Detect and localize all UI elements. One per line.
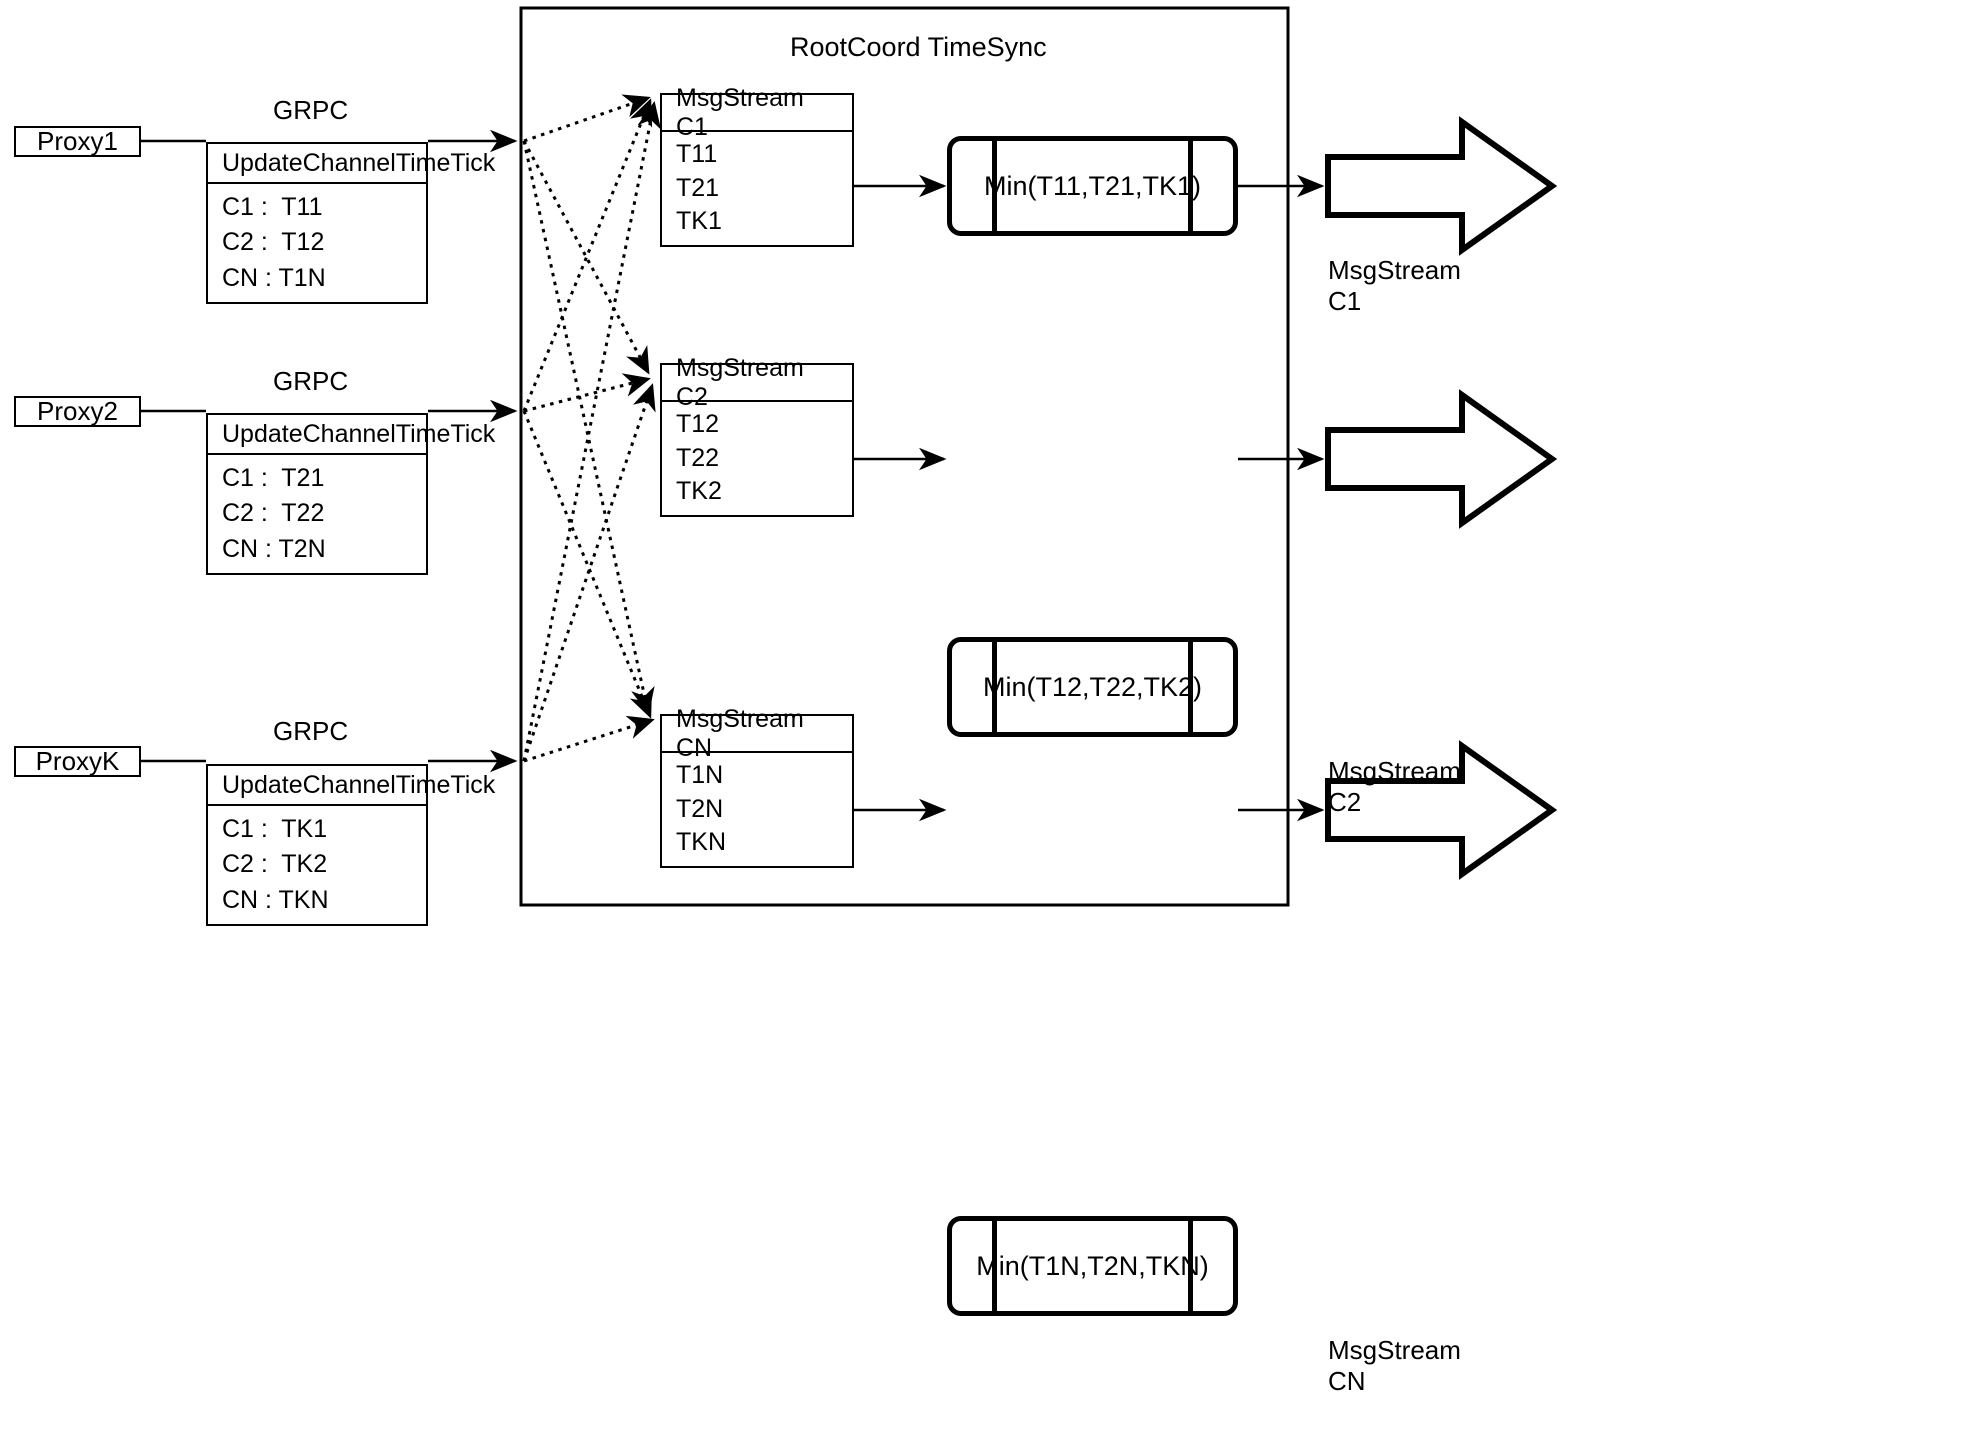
msgstream-row: T21 bbox=[676, 173, 720, 202]
msgstream-row: T2N bbox=[676, 794, 724, 823]
diagram-canvas: RootCoord TimeSync Proxy1 GRPC UpdateCha… bbox=[14, 6, 1558, 1396]
rpc-row: C1 : T11 bbox=[222, 192, 323, 221]
proc-bar-left bbox=[992, 141, 997, 231]
rpc-rows-3: C1 : TK1 C2 : TK2 CN : TKN bbox=[208, 806, 426, 924]
rpc-box-3[interactable]: UpdateChannelTimeTick C1 : TK1 C2 : TK2 … bbox=[206, 764, 495, 926]
rpc-row: C2 : TK2 bbox=[222, 850, 328, 879]
proc-bar-right bbox=[1188, 1221, 1193, 1311]
output-block-arrow-cn[interactable]: MsgStream CN bbox=[1328, 1302, 1552, 1430]
rpc-row: CN : T1N bbox=[222, 263, 326, 292]
rpc-rows-2: C1 : T21 C2 : T22 CN : T2N bbox=[208, 455, 426, 573]
proxy-box-2[interactable]: Proxy2 bbox=[14, 396, 141, 427]
output-block-arrow-c2[interactable]: MsgStream C2 bbox=[1328, 723, 1552, 851]
rpc-title-2: UpdateChannelTimeTick bbox=[208, 415, 495, 455]
msgstream-row: T1N bbox=[676, 761, 724, 790]
proxy-box-3[interactable]: ProxyK bbox=[14, 746, 141, 777]
msgstream-row: T11 bbox=[676, 140, 718, 169]
output-arrow-cn bbox=[1325, 740, 1558, 880]
rpc-row: C1 : T21 bbox=[222, 463, 325, 492]
rpc-title-1: UpdateChannelTimeTick bbox=[208, 144, 495, 184]
dotted-p1-c2 bbox=[522, 140, 650, 375]
proc-bar-left bbox=[992, 642, 997, 732]
proxy-label-1: Proxy1 bbox=[37, 126, 118, 156]
proc-bar-right bbox=[1188, 642, 1193, 732]
dotted-pk-c1 bbox=[522, 101, 662, 762]
dotted-p1-cn bbox=[522, 140, 655, 715]
connector-layer bbox=[141, 6, 1558, 907]
grpc-label-1: GRPC bbox=[273, 95, 349, 125]
grpc-label-2: GRPC bbox=[273, 366, 349, 396]
output-block-arrow-c1[interactable]: MsgStream C1 bbox=[1328, 222, 1552, 350]
output-label-c1: MsgStream C1 bbox=[1328, 255, 1461, 316]
min-label-cn: Min(T1N,T2N,TKN) bbox=[976, 1250, 1209, 1281]
min-label-c1: Min(T11,T21,TK1) bbox=[983, 170, 1202, 201]
rpc-row: CN : T2N bbox=[222, 534, 326, 563]
grpc-label-3: GRPC bbox=[273, 716, 349, 746]
proxy-label-3: ProxyK bbox=[35, 746, 120, 776]
rpc-row: C1 : TK1 bbox=[222, 814, 328, 843]
msgstream-box-c2[interactable]: MsgStream C2 T12 T22 TK2 bbox=[660, 354, 854, 517]
proc-bar-right bbox=[1188, 141, 1193, 231]
output-arrow-c2 bbox=[1325, 389, 1558, 529]
min-box-c2[interactable]: Min(T12,T22,TK2) bbox=[947, 637, 1238, 737]
msgstream-rows-cn: T1N T2N TKN bbox=[662, 753, 852, 866]
msgstream-title-cn: MsgStream CN bbox=[662, 705, 852, 762]
dotted-pk-cn bbox=[523, 715, 655, 763]
proxy-box-1[interactable]: Proxy1 bbox=[14, 126, 141, 157]
min-label-c2: Min(T12,T22,TK2) bbox=[982, 671, 1203, 702]
rpc-box-1[interactable]: UpdateChannelTimeTick C1 : T11 C2 : T12 … bbox=[206, 142, 495, 304]
dotted-pk-c2 bbox=[522, 383, 656, 762]
proxy-label-2: Proxy2 bbox=[37, 396, 118, 426]
rootcoord-container bbox=[519, 6, 1290, 907]
dotted-p1-c1 bbox=[523, 94, 651, 143]
msgstream-row: TKN bbox=[676, 828, 726, 857]
msgstream-row: T12 bbox=[676, 410, 720, 439]
rpc-row: CN : TKN bbox=[222, 885, 329, 914]
rpc-rows-1: C1 : T11 C2 : T12 CN : T1N bbox=[208, 184, 426, 302]
output-arrow-c1 bbox=[1325, 116, 1558, 256]
dotted-p2-c2 bbox=[523, 373, 651, 413]
rpc-title-3: UpdateChannelTimeTick bbox=[208, 766, 495, 806]
rpc-row: C2 : T12 bbox=[222, 228, 325, 257]
container-title: RootCoord TimeSync bbox=[790, 32, 1047, 62]
rpc-box-2[interactable]: UpdateChannelTimeTick C1 : T21 C2 : T22 … bbox=[206, 413, 495, 575]
msgstream-rows-c2: T12 T22 TK2 bbox=[662, 402, 852, 515]
msgstream-row: TK1 bbox=[676, 207, 722, 236]
msgstream-box-c1[interactable]: MsgStream C1 T11 T21 TK1 bbox=[660, 84, 854, 247]
msgstream-rows-c1: T11 T21 TK1 bbox=[662, 132, 852, 245]
msgstream-row: T22 bbox=[676, 443, 720, 472]
msgstream-title-c2: MsgStream C2 bbox=[662, 354, 852, 411]
proc-bar-left bbox=[992, 1221, 997, 1311]
dotted-p2-c1 bbox=[522, 98, 653, 412]
msgstream-box-cn[interactable]: MsgStream CN T1N T2N TKN bbox=[660, 705, 854, 868]
output-label-cn: MsgStream CN bbox=[1328, 1335, 1461, 1396]
output-label-c2: MsgStream C2 bbox=[1328, 756, 1461, 817]
msgstream-title-c1: MsgStream C1 bbox=[662, 84, 852, 141]
rpc-row: C2 : T22 bbox=[222, 499, 325, 528]
dotted-p2-cn bbox=[522, 410, 652, 719]
min-box-cn[interactable]: Min(T1N,T2N,TKN) bbox=[947, 1216, 1238, 1316]
msgstream-row: TK2 bbox=[676, 477, 722, 506]
min-box-c1[interactable]: Min(T11,T21,TK1) bbox=[947, 136, 1238, 236]
